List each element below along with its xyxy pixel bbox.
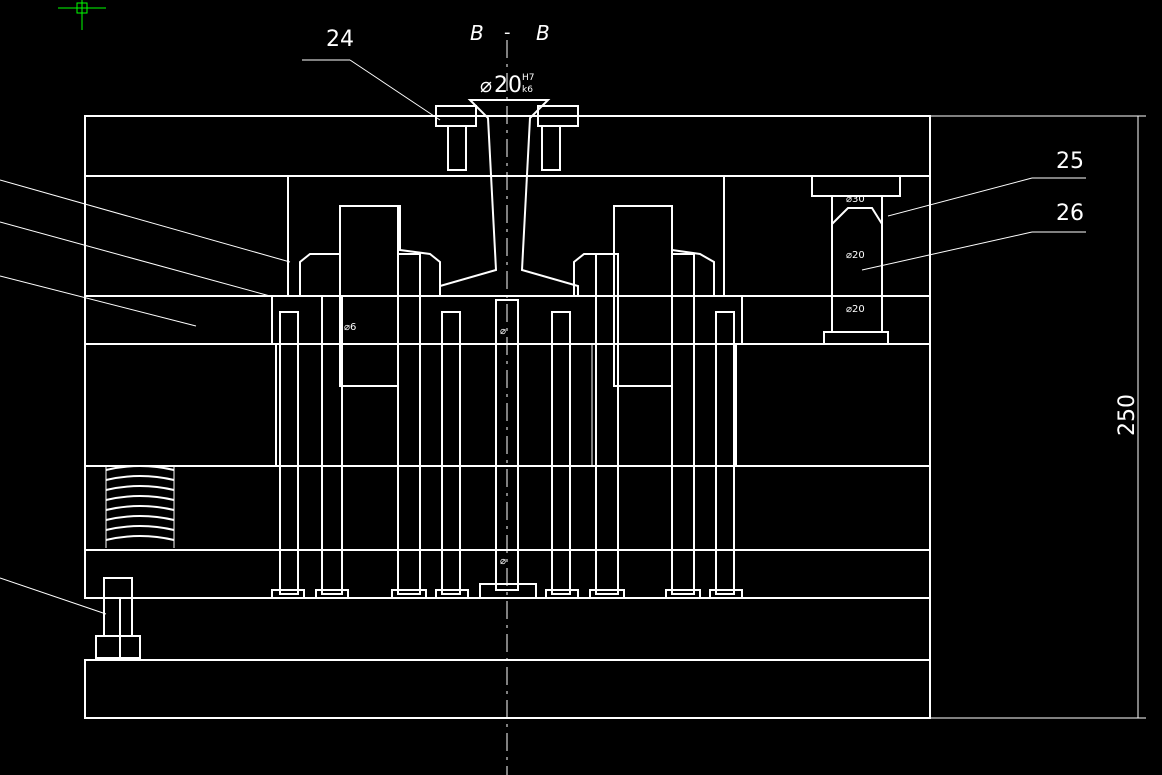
balloon-25: 25 (1056, 149, 1084, 174)
height-dimension (930, 115, 1146, 719)
fit-top: H7 (522, 73, 535, 83)
balloon-26: 26 (1056, 201, 1084, 226)
diameter-value: 20 (494, 73, 522, 98)
sprue-diameter-callout: ⌀ 20 H7 k6 (480, 73, 535, 98)
cavity-insert (287, 175, 725, 297)
right-part-wall (573, 205, 715, 296)
locating-screws (435, 105, 579, 171)
leader-lines (0, 59, 1086, 615)
stop-pin (95, 577, 141, 659)
mid-core-block (419, 343, 593, 467)
core-lower-block (275, 343, 737, 467)
diameter-symbol: ⌀ (480, 73, 492, 97)
ejector-plate (119, 597, 931, 661)
center-pin-label-b: ⌀ (500, 556, 506, 567)
sprue-bushing (439, 99, 579, 297)
pin-6-label: ⌀6 (344, 322, 356, 333)
view-label-right: B (536, 21, 550, 45)
section-view-label: B - B (470, 21, 550, 45)
bush-30-label: ⌀30 (846, 194, 865, 205)
center-pin-label-a: ⌀ (500, 326, 506, 337)
ejector-pins (271, 253, 743, 599)
balloon-24: 24 (326, 27, 354, 52)
view-label-left: B (470, 21, 484, 45)
fit-bottom: k6 (522, 85, 533, 95)
return-spring (105, 465, 175, 548)
bush-20b-label: ⌀20 (846, 304, 865, 315)
guide-bushing-assembly (811, 175, 901, 345)
left-part-wall (299, 205, 441, 296)
cad-cursor-icon (58, 0, 106, 30)
view-label-dash: - (504, 22, 511, 43)
dimension-250: 250 (1115, 394, 1140, 436)
bush-20a-label: ⌀20 (846, 250, 865, 261)
